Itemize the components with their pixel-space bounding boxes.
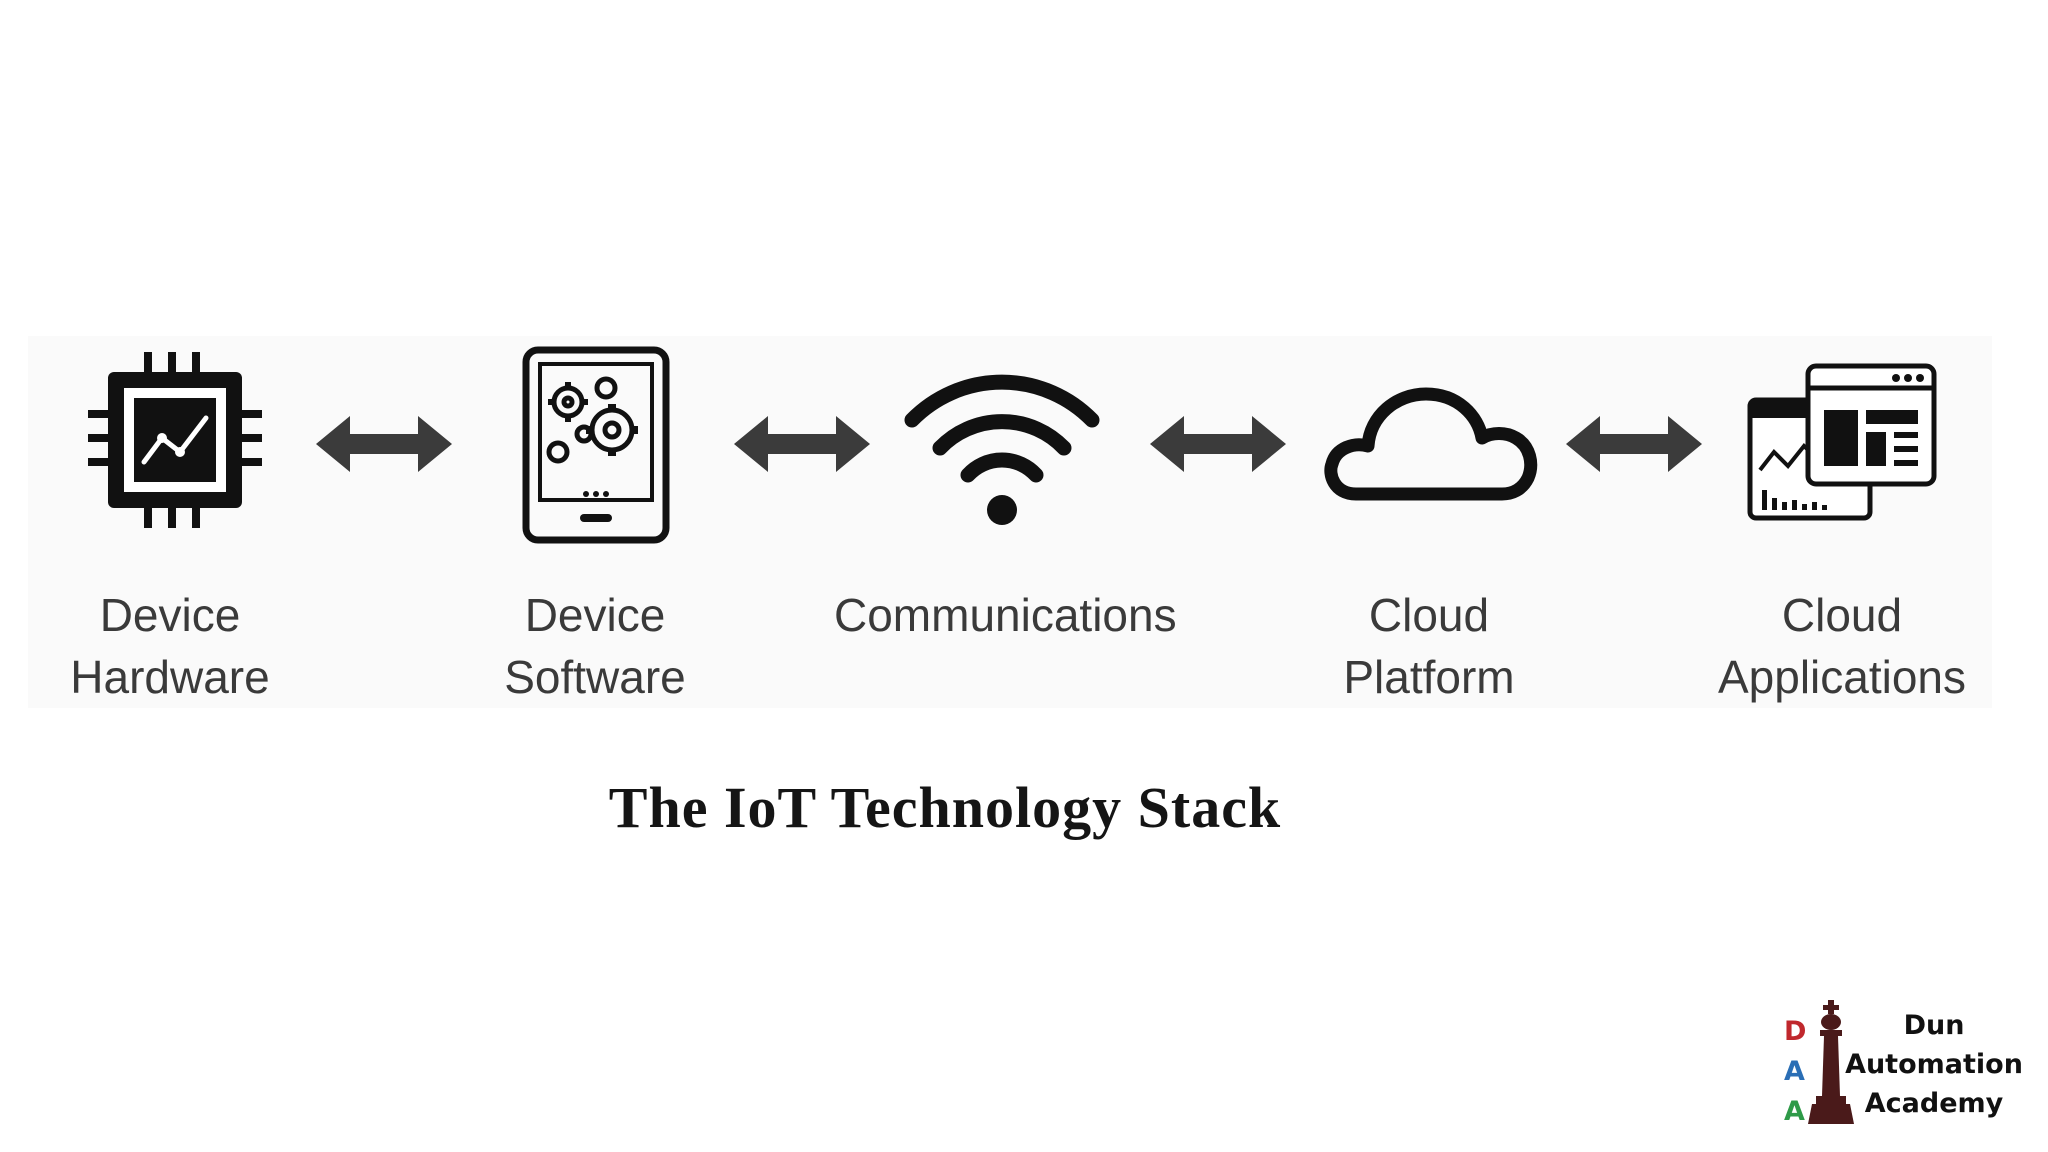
wifi-icon xyxy=(902,368,1102,528)
logo-letter-d: D xyxy=(1784,1016,1807,1047)
node-label-cloud-platform: Cloud Platform xyxy=(1259,584,1599,708)
diagram-caption: The IoT Technology Stack xyxy=(608,775,1282,840)
label-line: Device xyxy=(99,589,241,641)
logo-letter-a: A xyxy=(1784,1096,1805,1127)
node-label-cloud-applications: Cloud Applications xyxy=(1672,584,2012,708)
double-arrow-icon xyxy=(1566,414,1702,479)
tablet-gears-icon xyxy=(522,346,672,544)
logo-name-line: Dun xyxy=(1903,1010,1965,1041)
node-label-device-hardware: Device Hardware xyxy=(0,584,340,708)
logo-name-line: Academy xyxy=(1864,1088,2004,1119)
dashboard-windows-icon xyxy=(1746,362,1938,524)
chip-icon xyxy=(86,350,264,530)
double-arrow-icon xyxy=(1150,414,1286,479)
label-line: Platform xyxy=(1343,651,1515,703)
label-line: Cloud xyxy=(1781,589,1903,641)
logo-name: Dun Automation Academy xyxy=(1844,1006,2024,1123)
chess-king-icon xyxy=(1806,1000,1856,1133)
label-line: Software xyxy=(504,651,686,703)
cloud-icon xyxy=(1320,382,1540,506)
node-label-device-software: Device Software xyxy=(425,584,765,708)
label-line: Device xyxy=(524,589,666,641)
logo-letter-a: A xyxy=(1784,1056,1805,1087)
label-line: Cloud xyxy=(1368,589,1490,641)
label-line: Communications xyxy=(834,589,1177,641)
label-line: Applications xyxy=(1717,651,1967,703)
node-label-communications: Communications xyxy=(834,584,1177,646)
double-arrow-icon xyxy=(734,414,870,479)
academy-logo: D A A Dun Automation Academy xyxy=(1784,1000,2024,1130)
label-line: Hardware xyxy=(70,651,270,703)
logo-name-line: Automation xyxy=(1845,1049,2023,1080)
double-arrow-icon xyxy=(316,414,452,479)
